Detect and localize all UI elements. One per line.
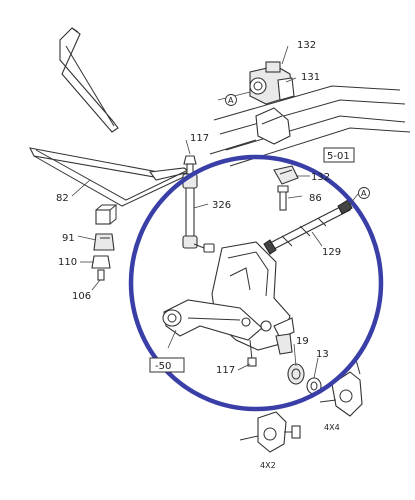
part-label-132-bracket: 132 [311, 172, 330, 183]
part-label-110: 110 [58, 257, 77, 268]
part-label-117-top: 117 [190, 133, 209, 144]
highlight-circle [128, 154, 384, 412]
bushing-91 [93, 233, 115, 251]
part-label-91: 91 [62, 233, 75, 244]
stabilizer-bar [29, 27, 192, 225]
bolt-86 [277, 185, 289, 211]
bushing-132-131 [249, 61, 295, 105]
part-label-106: 106 [72, 291, 91, 302]
part-label-131: 131 [301, 72, 320, 83]
drive-label-4x4: 4X4 [324, 423, 340, 432]
bracket-132 [273, 165, 299, 185]
frame-crossmember [209, 85, 411, 167]
lower-control-arm [162, 241, 295, 367]
leader-lines [71, 45, 359, 379]
part-label-326: 326 [212, 200, 231, 211]
shaft-129 [263, 199, 353, 255]
bolt-106 [97, 269, 105, 281]
part-label-19: 19 [296, 336, 309, 347]
part-label-13: 13 [316, 349, 329, 360]
reference-box-50: -50 [149, 357, 185, 373]
part-label-82: 82 [56, 193, 69, 204]
reference-box-5-01-text: 5-01 [327, 151, 350, 162]
reference-marker-a-right-text: A [361, 189, 367, 198]
reference-marker-a-left: A [225, 94, 237, 106]
drive-label-4x2: 4X2 [260, 461, 276, 470]
reference-box-5-01: 5-01 [323, 147, 355, 163]
part-label-86: 86 [309, 193, 322, 204]
bolt-117-top [183, 155, 197, 175]
stabilizer-link-326 [182, 173, 215, 253]
ball-joint-19 [287, 363, 305, 385]
knuckle-4x2 [239, 411, 301, 453]
part-label-129: 129 [322, 247, 341, 258]
knuckle-4x4 [319, 359, 363, 417]
reference-marker-a-left-text: A [228, 96, 234, 105]
reference-box-50-text: -50 [155, 361, 171, 372]
part-label-117-bottom: 117 [216, 365, 235, 376]
reference-marker-a-right: A [358, 187, 370, 199]
clamp-110 [91, 255, 111, 269]
part-label-132: 132 [297, 40, 316, 51]
